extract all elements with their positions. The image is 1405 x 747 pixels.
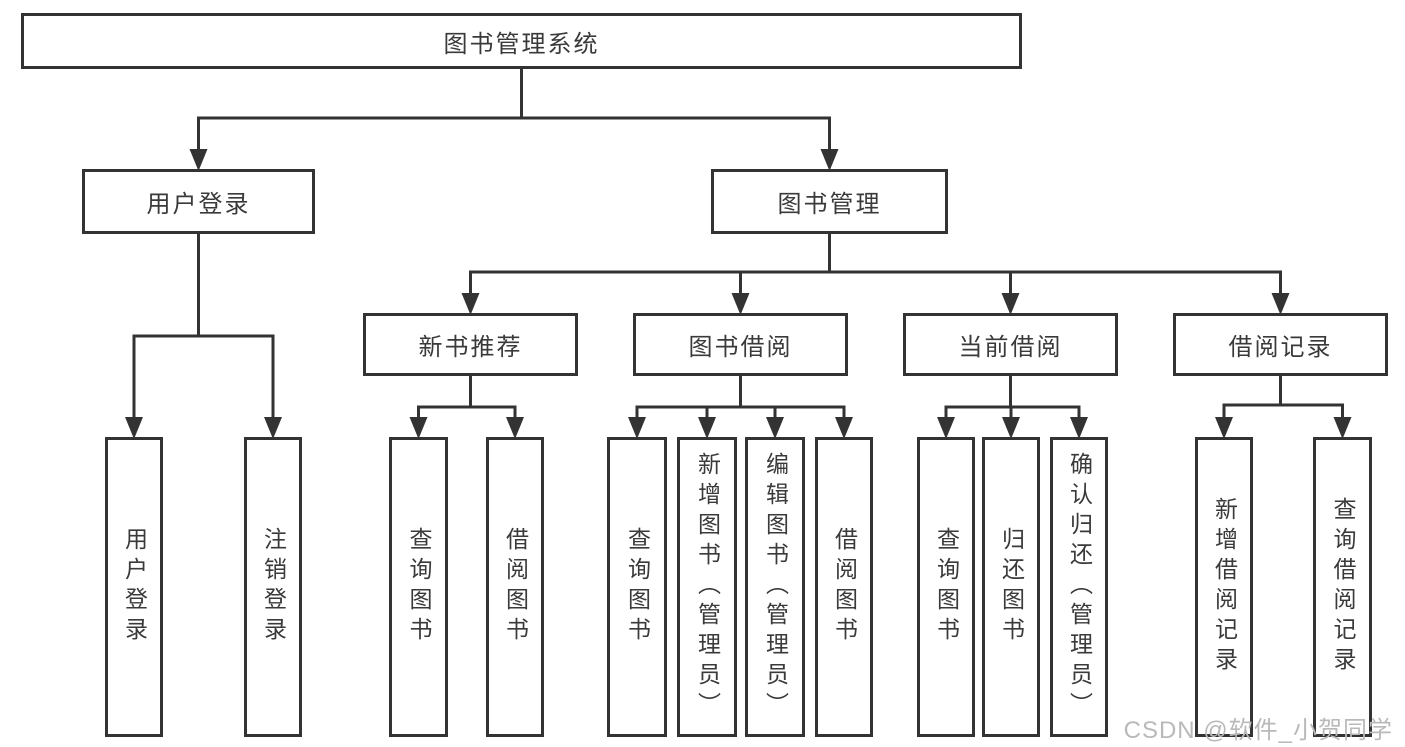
node-leaf-query-borrow-record: 查询借阅记录: [1313, 437, 1372, 737]
arrowhead-icon: [409, 417, 428, 439]
arrowhead-icon: [461, 293, 480, 315]
arrowhead-icon: [506, 417, 524, 439]
node-library-system: 图书管理系统: [21, 13, 1022, 69]
node-leaf-borrow-books: 借阅图书: [486, 437, 544, 737]
node-leaf-user-login: 用户登录: [105, 437, 163, 737]
node-label: 图书管理: [777, 191, 882, 218]
node-leaf-query-books: 查询图书: [917, 437, 975, 737]
node-label: 查询图书: [406, 527, 432, 647]
node-leaf-borrow-books: 借阅图书: [815, 437, 873, 737]
arrowhead-icon: [1002, 417, 1020, 439]
node-label: 当前借阅: [958, 334, 1063, 361]
node-label: 借阅图书: [831, 527, 858, 647]
arrowhead-icon: [835, 417, 853, 439]
node-label: 图书管理系统: [443, 30, 600, 58]
node-leaf-confirm-return-admin: 确认归还（管理员）: [1050, 437, 1108, 737]
arrowhead-icon: [1001, 293, 1020, 315]
node-label: 确认归还（管理员）: [1066, 452, 1093, 722]
node-book-borrow: 图书借阅: [633, 313, 848, 376]
node-label: 新书推荐: [418, 334, 523, 361]
node-label: 归还图书: [998, 527, 1025, 647]
arrowhead-icon: [125, 417, 143, 439]
node-leaf-query-books: 查询图书: [607, 437, 667, 737]
watermark: CSDN @软件_小贺同学: [1123, 717, 1393, 744]
node-leaf-add-books-admin: 新增图书（管理员）: [677, 437, 737, 737]
node-label: 查询图书: [624, 527, 651, 647]
node-current-borrow: 当前借阅: [903, 313, 1118, 376]
node-label: 新增借阅记录: [1211, 497, 1238, 677]
node-label: 用户登录: [121, 527, 148, 647]
arrowhead-icon: [937, 417, 955, 439]
arrowhead-icon: [1215, 417, 1233, 439]
node-label: 编辑图书（管理员）: [762, 452, 789, 722]
node-book-management: 图书管理: [711, 169, 948, 234]
node-label: 注销登录: [260, 527, 287, 647]
arrowhead-icon: [189, 149, 208, 171]
arrowhead-icon: [1271, 293, 1290, 315]
node-label: 借阅记录: [1228, 334, 1333, 361]
node-leaf-add-borrow-record: 新增借阅记录: [1195, 437, 1253, 737]
arrowhead-icon: [698, 417, 716, 439]
arrowhead-icon: [628, 417, 646, 439]
node-label: 图书借阅: [688, 334, 793, 361]
node-leaf-query-books: 查询图书: [389, 437, 448, 737]
node-user-login: 用户登录: [82, 169, 315, 234]
node-label: 用户登录: [146, 191, 251, 218]
node-label: 查询图书: [933, 527, 960, 647]
node-leaf-return-books: 归还图书: [982, 437, 1040, 737]
arrowhead-icon: [1070, 417, 1088, 439]
node-new-book-recommend: 新书推荐: [363, 313, 578, 376]
node-label: 新增图书（管理员）: [694, 452, 721, 722]
arrowhead-icon: [766, 417, 784, 439]
arrowhead-icon: [264, 417, 282, 439]
node-leaf-edit-books-admin: 编辑图书（管理员）: [745, 437, 805, 737]
node-label: 查询借阅记录: [1330, 497, 1356, 677]
arrowhead-icon: [1333, 417, 1352, 439]
arrowhead-icon: [731, 293, 750, 315]
arrowhead-icon: [820, 149, 839, 171]
node-label: 借阅图书: [502, 527, 529, 647]
node-leaf-logout: 注销登录: [244, 437, 302, 737]
node-borrow-records: 借阅记录: [1173, 313, 1388, 376]
